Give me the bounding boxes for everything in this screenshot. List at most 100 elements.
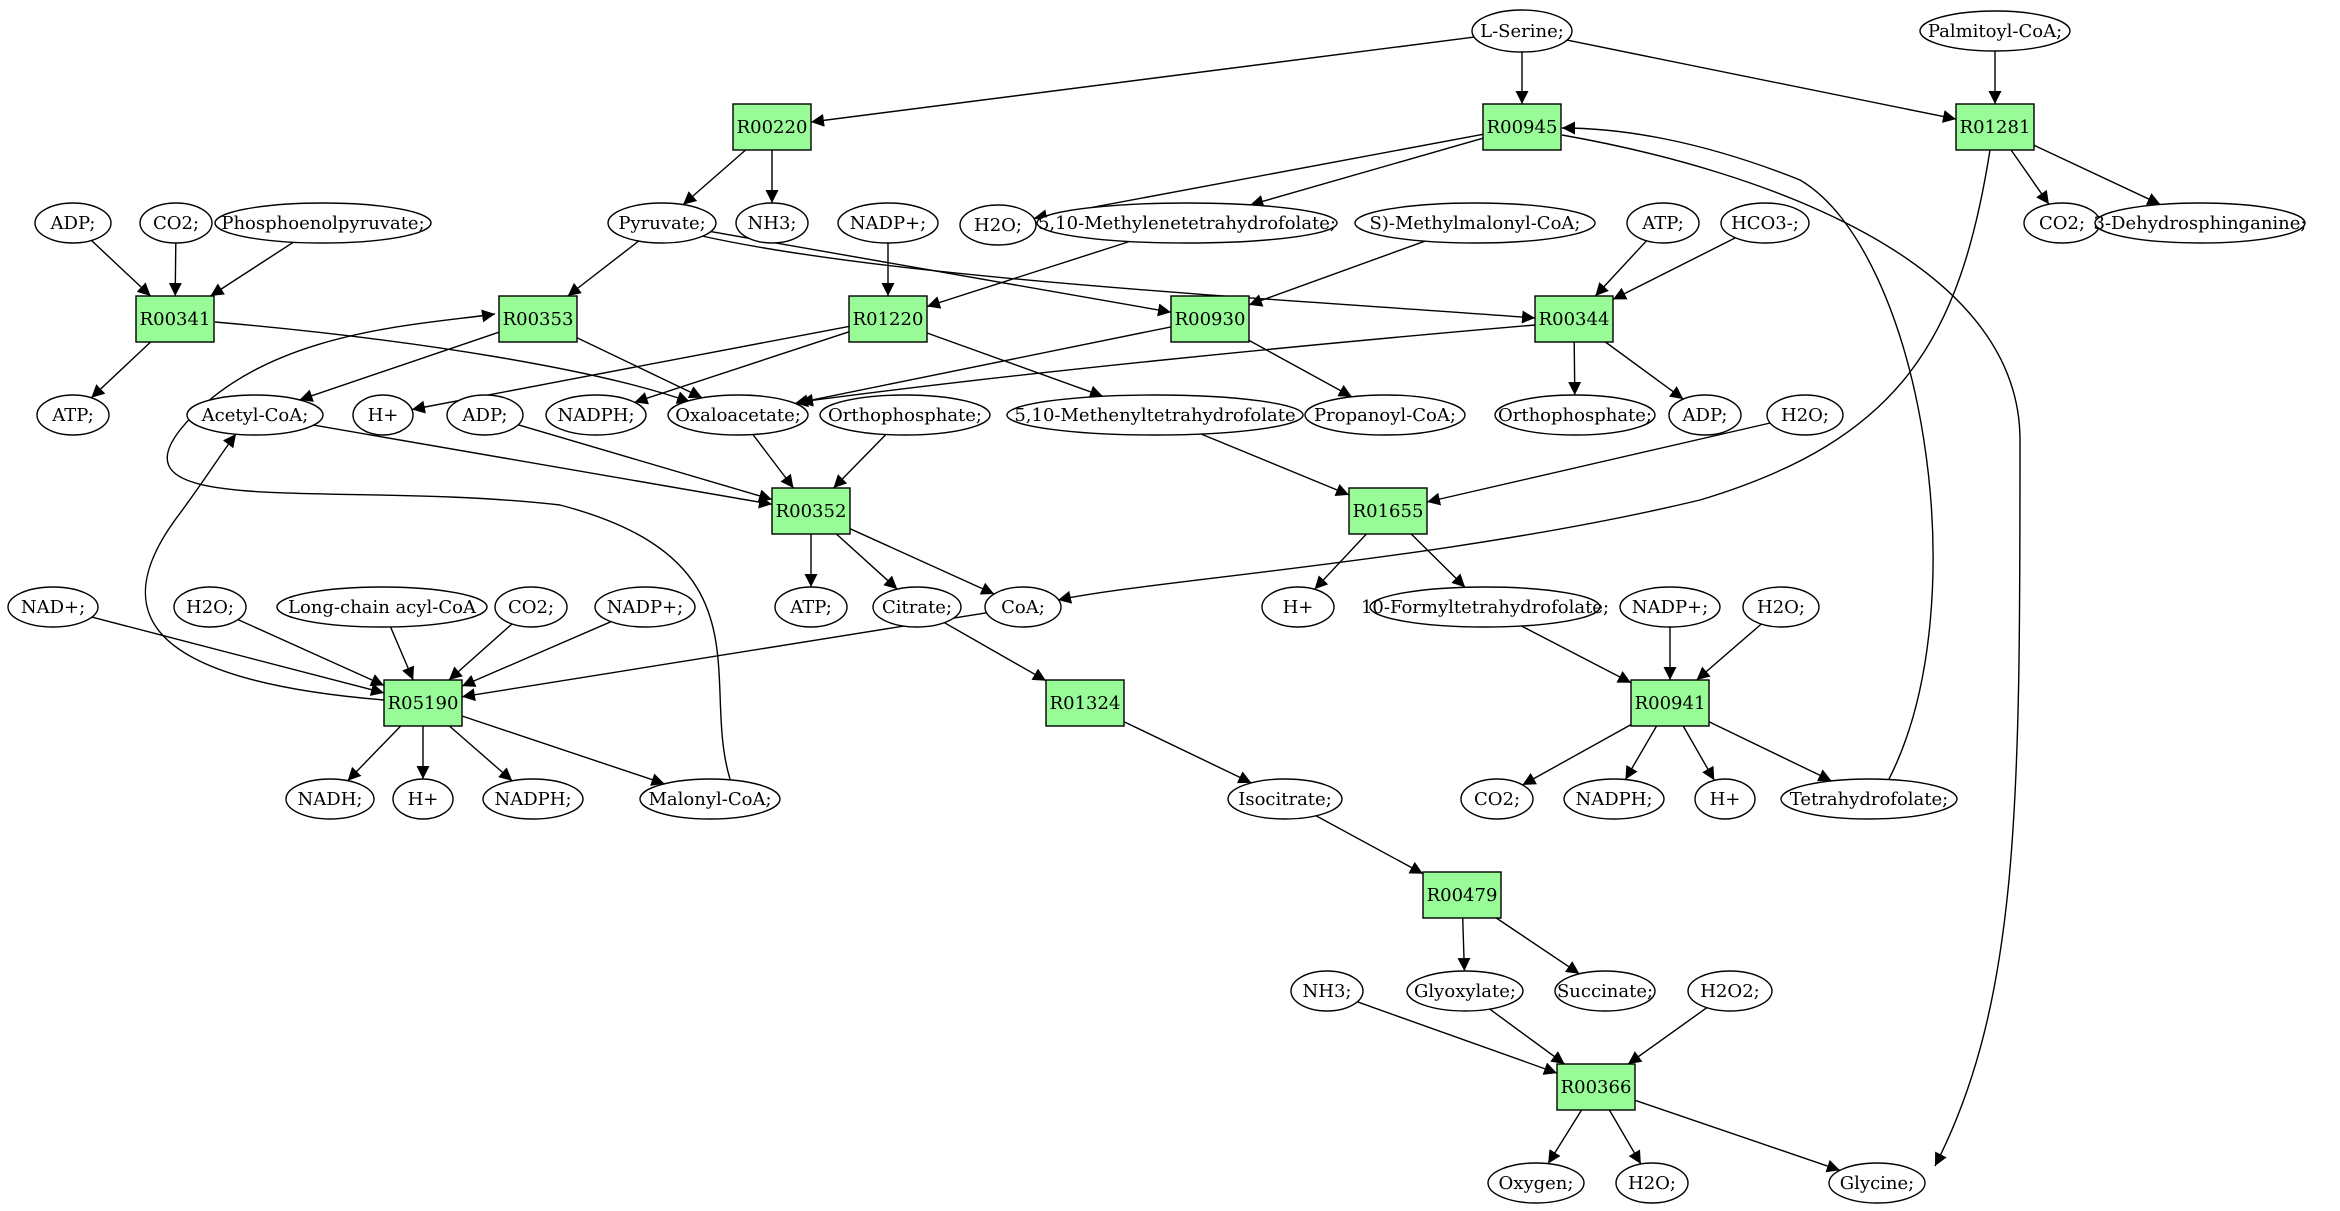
reaction-node-r00352[interactable]: R00352 — [771, 487, 851, 535]
reaction-node-r00220[interactable]: R00220 — [732, 103, 812, 151]
node-label: H2O; — [1757, 597, 1805, 618]
metabolite-node-co2d[interactable]: CO2; — [1460, 778, 1534, 820]
metabolite-node-ortho1[interactable]: Orthophosphate; — [819, 394, 991, 436]
metabolite-node-nad[interactable]: NAD+; — [7, 586, 99, 628]
edge-lserine-to-r00220 — [810, 36, 1475, 127]
metabolite-node-smm[interactable]: S)-Methylmalonyl-CoA; — [1354, 202, 1596, 244]
metabolite-node-oaa[interactable]: Oxaloacetate; — [667, 394, 809, 436]
metabolite-node-h2o2[interactable]: H2O; — [1766, 394, 1844, 436]
node-label: CO2; — [2039, 213, 2085, 234]
metabolite-node-co2b[interactable]: CO2; — [2023, 202, 2101, 244]
metabolite-node-hplus4[interactable]: H+ — [1694, 778, 1756, 820]
metabolite-node-adp2[interactable]: ADP; — [446, 394, 524, 436]
reaction-node-r01281[interactable]: R01281 — [1955, 103, 2035, 151]
metabolite-node-oxygen[interactable]: Oxygen; — [1487, 1162, 1585, 1204]
metabolite-node-methenyl[interactable]: 5,10-Methenyltetrahydrofolate — [1006, 394, 1304, 436]
reaction-node-r00353[interactable]: R00353 — [498, 295, 578, 343]
metabolite-node-pep[interactable]: Phosphoenolpyruvate; — [214, 202, 432, 244]
metabolite-ellipse — [1036, 202, 1338, 244]
metabolite-node-nadp1[interactable]: NADP+; — [837, 202, 939, 244]
reaction-box — [1534, 295, 1614, 343]
edge-ortho1-to-r00352 — [832, 434, 887, 489]
metabolite-ellipse — [1919, 10, 2071, 52]
edge-isocit-to-r00479 — [1315, 815, 1424, 875]
metabolite-node-pyr[interactable]: Pyruvate; — [607, 202, 717, 244]
metabolite-node-formyl[interactable]: 10-Formyltetrahydrofolate; — [1361, 586, 1609, 628]
metabolite-node-co2c[interactable]: CO2; — [494, 586, 568, 628]
metabolite-node-propcoa[interactable]: Propanoyl-CoA; — [1304, 394, 1466, 436]
metabolite-node-thf[interactable]: Tetrahydrofolate; — [1780, 778, 1958, 820]
edge-r00930-to-propcoa — [1248, 339, 1353, 398]
metabolite-node-ortho2[interactable]: Orthophosphate; — [1494, 394, 1656, 436]
metabolite-node-glyox[interactable]: Glyoxylate; — [1406, 970, 1524, 1012]
metabolite-node-lserine[interactable]: L-Serine; — [1471, 9, 1573, 53]
node-label: R00941 — [1635, 693, 1706, 714]
metabolite-node-h2o5[interactable]: H2O; — [1615, 1162, 1689, 1204]
metabolite-node-succ[interactable]: Succinate; — [1554, 970, 1656, 1012]
edge-co2a-to-r00341 — [168, 242, 182, 297]
reaction-node-r01220[interactable]: R01220 — [848, 295, 928, 343]
metabolite-node-hplus3[interactable]: H+ — [392, 778, 454, 820]
metabolite-node-nh3a[interactable]: NH3; — [735, 202, 809, 244]
metabolite-node-h2o1[interactable]: H2O; — [959, 204, 1037, 246]
metabolite-node-nadph1[interactable]: NADPH; — [545, 394, 647, 436]
node-label: Pyruvate; — [618, 213, 705, 234]
metabolite-node-atp3[interactable]: ATP; — [774, 586, 848, 628]
metabolite-node-hplus2[interactable]: H+ — [1261, 586, 1335, 628]
metabolite-node-adp3[interactable]: ADP; — [1668, 394, 1742, 436]
metabolite-node-hco3[interactable]: HCO3-; — [1720, 202, 1810, 244]
metabolite-node-nadph3[interactable]: NADPH; — [1563, 778, 1665, 820]
node-label: ADP; — [1682, 405, 1728, 426]
reaction-box — [771, 487, 851, 535]
metabolite-node-adp1[interactable]: ADP; — [34, 202, 112, 244]
reaction-node-r00945[interactable]: R00945 — [1482, 103, 1562, 151]
node-label: Phosphoenolpyruvate; — [221, 213, 424, 234]
reaction-node-r05190[interactable]: R05190 — [383, 679, 463, 727]
metabolite-node-coa[interactable]: CoA; — [984, 586, 1062, 628]
metabolite-ellipse — [285, 778, 375, 820]
metabolite-node-lcacoa[interactable]: Long-chain acyl-CoA — [276, 586, 488, 628]
metabolite-node-hplus1[interactable]: H+ — [352, 394, 414, 436]
metabolite-node-citrate[interactable]: Citrate; — [872, 586, 962, 628]
metabolite-ellipse — [446, 394, 524, 436]
metabolite-node-acoa[interactable]: Acetyl-CoA; — [186, 394, 324, 436]
edge-r00930-to-oaa — [794, 326, 1172, 408]
metabolite-node-nh3b[interactable]: NH3; — [1290, 970, 1364, 1012]
reaction-node-r00930[interactable]: R00930 — [1170, 295, 1250, 343]
metabolite-ellipse — [1304, 394, 1466, 436]
metabolite-node-nadp3[interactable]: NADP+; — [1619, 586, 1721, 628]
node-label: H+ — [368, 405, 399, 426]
reaction-node-r01655[interactable]: R01655 — [1348, 487, 1428, 535]
reaction-node-r01324[interactable]: R01324 — [1045, 679, 1125, 727]
metabolite-node-h2o2b[interactable]: H2O2; — [1687, 970, 1773, 1012]
node-label: Oxaloacetate; — [675, 405, 801, 426]
metabolite-node-dehydro[interactable]: 3-Dehydrosphinganine; — [2094, 202, 2307, 244]
metabolite-node-h2o4[interactable]: H2O; — [1742, 586, 1820, 628]
metabolite-node-isocit[interactable]: Isocitrate; — [1227, 778, 1343, 820]
edge-formyl-to-r00941 — [1521, 625, 1632, 684]
reaction-node-r00479[interactable]: R00479 — [1422, 871, 1502, 919]
metabolite-ellipse — [774, 586, 848, 628]
metabolite-node-nadp2[interactable]: NADP+; — [594, 586, 696, 628]
reaction-node-r00344[interactable]: R00344 — [1534, 295, 1614, 343]
metabolite-node-atp2[interactable]: ATP; — [36, 394, 110, 436]
metabolite-node-methylene[interactable]: 5,10-Methylenetetrahydrofolate; — [1036, 202, 1338, 244]
metabolite-node-glycine[interactable]: Glycine; — [1828, 1162, 1926, 1204]
reaction-node-r00366[interactable]: R00366 — [1556, 1063, 1636, 1111]
metabolite-node-atp1[interactable]: ATP; — [1626, 202, 1700, 244]
metabolite-node-nadh[interactable]: NADH; — [285, 778, 375, 820]
node-label: HCO3-; — [1731, 213, 1799, 234]
metabolite-node-nadph2[interactable]: NADPH; — [482, 778, 584, 820]
metabolite-node-malcoa[interactable]: Malonyl-CoA; — [639, 778, 781, 820]
metabolite-node-h2o3[interactable]: H2O; — [173, 586, 247, 628]
node-label: Tetrahydrofolate; — [1790, 789, 1949, 810]
metabolite-node-co2a[interactable]: CO2; — [139, 202, 213, 244]
metabolite-node-palmitoyl[interactable]: Palmitoyl-CoA; — [1919, 10, 2071, 52]
edge-r05190-to-acoa — [144, 433, 385, 701]
metabolite-ellipse — [667, 394, 809, 436]
reaction-node-r00941[interactable]: R00941 — [1630, 679, 1710, 727]
edge-methylene-to-r01220 — [926, 240, 1130, 309]
reaction-node-r00341[interactable]: R00341 — [135, 295, 215, 343]
metabolite-ellipse — [1742, 586, 1820, 628]
metabolite-ellipse — [1563, 778, 1665, 820]
